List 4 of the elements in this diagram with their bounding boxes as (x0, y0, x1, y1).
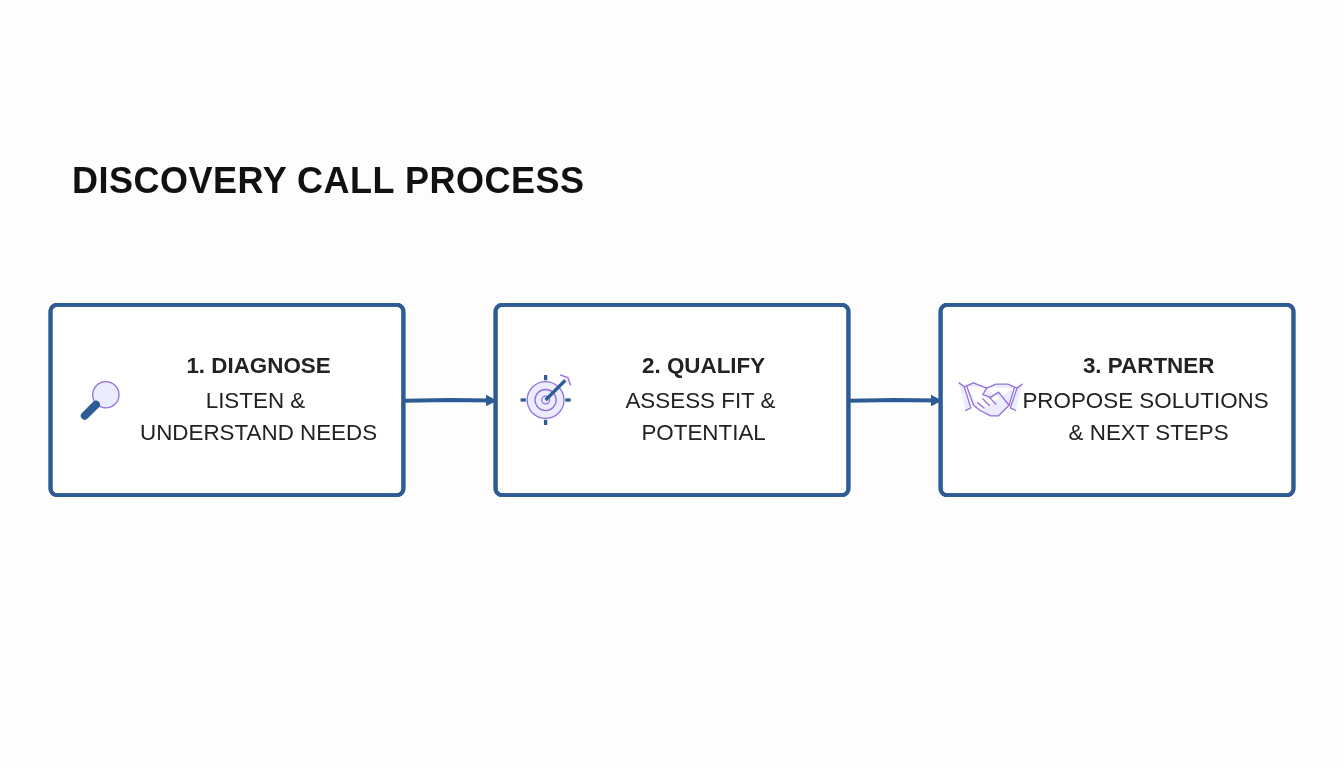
diagram-title: DISCOVERY CALL PROCESS (72, 160, 585, 202)
process-box: 2. QUALIFY ASSESS FIT & POTENTIAL (493, 302, 851, 498)
process-box: 3. PARTNER PROPOSE SOLUTIONS & NEXT STEPS (938, 302, 1296, 498)
process-box: 1. DIAGNOSE LISTEN & UNDERSTAND NEEDS (48, 302, 406, 498)
